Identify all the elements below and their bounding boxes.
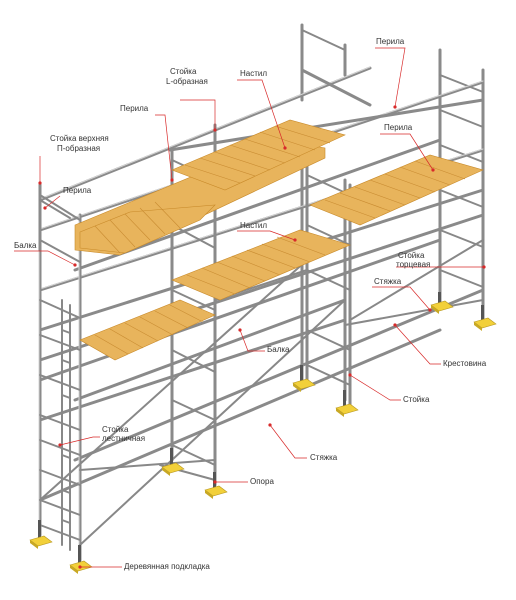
support-pad [29,520,53,549]
leader-dots [38,105,486,569]
back-frame-right [300,23,485,402]
support-pad [161,448,185,476]
support-pad [204,472,228,499]
label-stoika-l-line1: Стойка [170,67,197,76]
label-stoika-lest-line1: Стойка [102,425,129,434]
top-post-p-shaped [38,183,71,252]
support-pad [473,305,497,331]
label-perila-left2: Перила [63,186,92,195]
label-stoika-l-line2: L-образная [166,77,208,86]
label-perila-left: Перила [120,104,149,113]
label-balka-mid: Балка [267,345,290,354]
label-krestovina: Крестовина [443,359,487,368]
ladder [61,299,71,551]
support-pad [335,390,359,417]
leader-lines [14,47,484,568]
label-stoika-lest-line2: лестничная [102,434,145,443]
label-stoika-p-line2: П-образная [57,144,100,153]
label-perila-top-right: Перила [376,37,405,46]
label-podkladka: Деревянная подкладка [124,562,210,571]
support-pad [292,365,316,392]
label-nastil-top: Настил [240,69,267,78]
support-pad [69,545,93,574]
front-frame-right [300,68,372,407]
deck-planks [74,119,484,361]
cross-braces [39,239,484,546]
label-styazhka-right: Стяжка [374,277,402,286]
support-pad [430,292,454,314]
label-balka-left: Балка [14,241,37,250]
label-opora: Опора [250,477,274,486]
label-stoika-tor-line1: Стойка [398,251,425,260]
label-stoika-p-line1: Стойка верхняя [50,134,109,143]
label-perila-right2: Перила [384,123,413,132]
base-supports [29,292,497,574]
label-nastil-mid: Настил [240,221,267,230]
label-stoika-right: Стойка [403,395,430,404]
labels: Настил Стойка L-образная Перила Перила С… [14,37,487,571]
label-stoika-tor-line2: торцевая [396,260,430,269]
label-styazhka-mid: Стяжка [310,453,338,462]
front-frame-left [38,183,82,562]
